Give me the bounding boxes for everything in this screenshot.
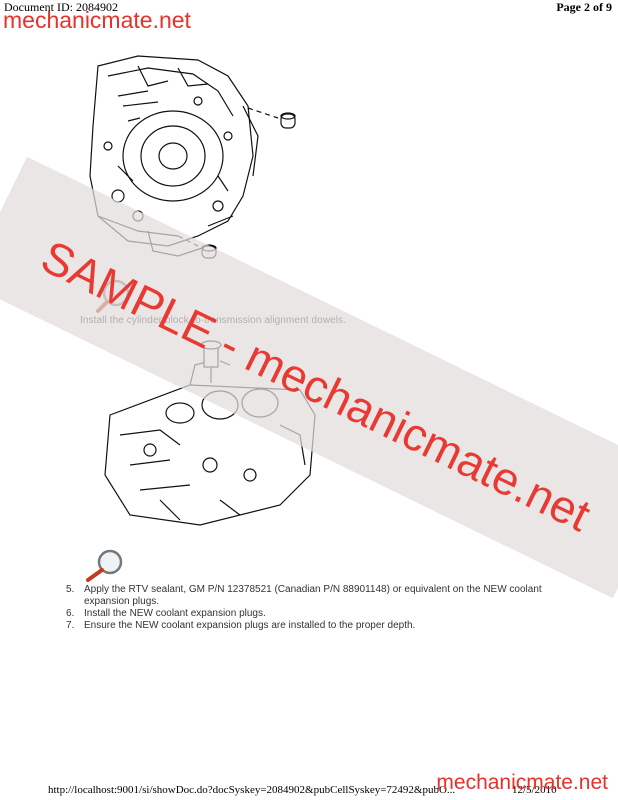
step-number: 6. xyxy=(66,608,75,619)
brand-logo-top[interactable]: mechanicmate.net xyxy=(3,7,191,33)
magnifier-icon[interactable] xyxy=(82,548,128,584)
step-number: 5. xyxy=(66,584,75,595)
step-text: Apply the RTV sealant, GM P/N 12378521 (… xyxy=(84,584,542,607)
steps-list: 5. Apply the RTV sealant, GM P/N 12378521… xyxy=(66,584,566,632)
magnifier-icon[interactable] xyxy=(94,276,134,316)
engine-block-dowels-illustration xyxy=(89,55,296,259)
footer-date: 12/5/2010 xyxy=(512,784,557,796)
step-text: Install the NEW coolant expansion plugs. xyxy=(84,608,266,619)
list-item: 5. Apply the RTV sealant, GM P/N 12378521… xyxy=(66,584,566,608)
step-4-text: Install the cylinder block-to-transmissi… xyxy=(80,315,347,326)
footer-url[interactable]: http://localhost:9001/si/showDoc.do?docS… xyxy=(48,784,456,796)
step-text: Ensure the NEW coolant expansion plugs a… xyxy=(84,620,416,631)
engine-block-coolant-plug-illustration xyxy=(104,340,316,526)
document-id: Document ID: 2084902 xyxy=(4,0,118,14)
list-item: 6. Install the NEW coolant expansion plug… xyxy=(66,608,566,620)
list-item: 7. Ensure the NEW coolant expansion plugs… xyxy=(66,620,566,632)
page-number: Page 2 of 9 xyxy=(556,0,612,14)
brand-logo-bottom[interactable]: mechanicmate.net xyxy=(436,771,608,794)
step-number: 7. xyxy=(66,620,75,631)
